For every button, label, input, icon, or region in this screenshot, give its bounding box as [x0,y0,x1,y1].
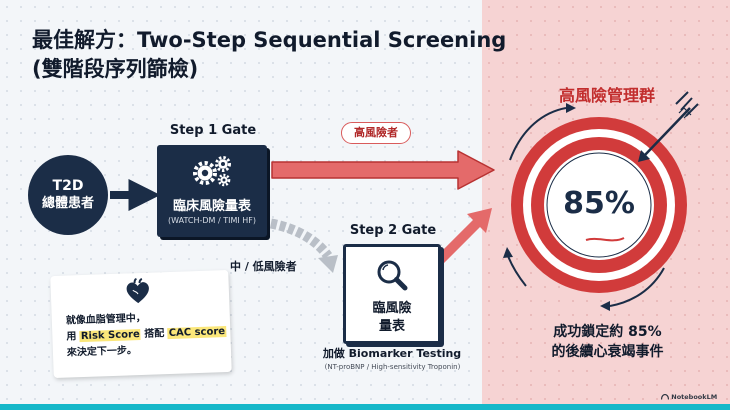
step2-gate-label: Step 2 Gate [349,223,437,238]
brand-watermark: NotebookLM [660,393,718,401]
dart-arrow-icon [638,91,699,162]
arrow-mid-low-head [318,255,338,273]
curved-arrow-left-icon [507,255,527,287]
step1-gate-label: Step 1 Gate [169,123,257,138]
arrow-step2-to-high-head [467,208,492,233]
note-line-1: 就像血脂管理中， [65,312,146,327]
arrow-mid-low [261,217,333,260]
gears-icon [193,156,231,187]
mid-low-risk-label: 中 / 低風險者 [230,260,297,273]
biomarker-subcaption: (NT-proBNP / High-sensitivity Troponin) [324,363,461,371]
arrow-step2-to-high [434,218,482,266]
curved-arrow-bottom-icon [609,267,665,307]
title-line-2: (雙階段序列篩檢) [32,57,199,81]
high-risk-tag: 高風險者 [341,122,411,144]
conclusion-line-2: 的後續心衰竭事件 [551,344,664,360]
bottom-accent-bar [0,404,730,410]
note-line-2: 用 Risk Score 搭配 CAC score [66,325,227,345]
note-line-3: 來決定下一步。 [66,345,138,359]
step2-box-title-line1: 臨風險 [372,301,412,316]
t2d-population-node: T2D 總體患者 [28,155,108,235]
arrow-high-risk [271,150,495,190]
capture-percent: 85% [563,186,635,221]
note-line-2-prefix: 用 [66,331,81,343]
high-risk-group-label: 高風險管理群 [558,86,655,105]
step1-box-title: 臨床風險量表 [172,199,251,214]
heart-icon [126,277,149,304]
note-highlight-risk-score: Risk Score [79,329,141,343]
biomarker-caption: 加做 Biomarker Testing [322,347,462,360]
step2-box-title-line2: 量表 [378,319,405,334]
brand-name: NotebookLM [671,393,718,401]
step1-box: 臨床風險量表 (WATCH-DM / TIMI HF) [157,145,267,237]
step1-box-subtitle: (WATCH-DM / TIMI HF) [168,216,256,225]
step2-box: 臨風險 量表 [343,244,441,344]
conclusion-text: 成功鎖定約 85% 的後續心衰竭事件 [500,322,715,362]
target-icon [511,117,687,293]
analogy-note-card: 就像血脂管理中， 用 Risk Score 搭配 CAC score 來決定下一… [50,269,232,379]
title-line-1: 最佳解方：Two-Step Sequential Screening [32,28,507,52]
note-highlight-cac-score: CAC score [167,326,227,340]
page-title: 最佳解方：Two-Step Sequential Screening (雙階段序… [32,26,506,84]
curved-arrow-top-icon [509,107,567,161]
percent-underline [585,237,625,242]
magnifier-icon [377,260,408,291]
notebooklm-logo-icon [660,393,670,400]
t2d-sublabel: 總體患者 [41,196,94,211]
conclusion-line-1: 成功鎖定約 85% [553,324,662,340]
t2d-label: T2D [52,178,84,194]
note-line-2-middle: 搭配 [140,328,168,341]
